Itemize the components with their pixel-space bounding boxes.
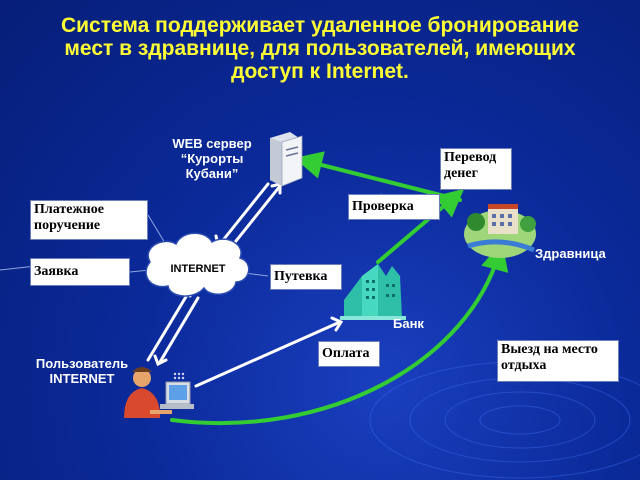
internet-cloud-icon [145, 232, 250, 297]
title-line-1: Система поддерживает удаленное бронирова… [60, 14, 580, 37]
application-box: Заявка [30, 258, 130, 286]
payment-box: Оплата [318, 341, 380, 367]
server-label: WEB сервер “Курорты Кубани” [172, 136, 252, 181]
voucher-box: Путевка [270, 264, 342, 290]
payment-order-box: Платежное поручение [30, 200, 148, 240]
bank-label: Банк [393, 316, 424, 331]
internet-label: INTERNET [170, 263, 226, 275]
green-arrows [170, 151, 509, 426]
user-label: Пользователь INTERNET [35, 356, 129, 386]
user-computer-icon [124, 367, 194, 418]
money-transfer-box: Перевод денег [440, 148, 512, 190]
resort-label: Здравница [535, 246, 606, 261]
title-line-2: мест в здравнице, для пользователей, име… [64, 37, 576, 60]
slide-title: Система поддерживает удаленное бронирова… [0, 14, 640, 83]
title-line-3: доступ к Internet. [231, 60, 409, 83]
bank-building-icon [340, 264, 406, 320]
web-server-icon [270, 132, 303, 187]
check-box: Проверка [348, 194, 440, 220]
departure-box: Выезд на место отдыха [497, 340, 619, 382]
resort-picture-icon [464, 204, 536, 258]
